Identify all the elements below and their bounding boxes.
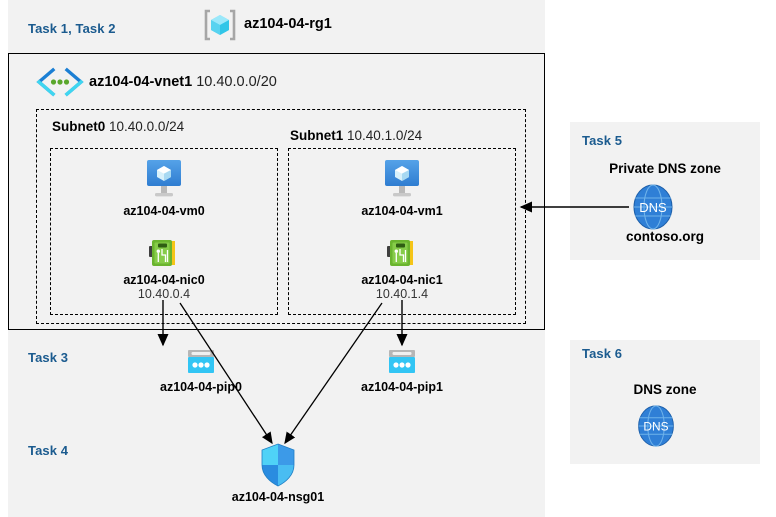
public-ip-icon bbox=[111, 348, 291, 378]
dns-zone-heading: DNS zone bbox=[633, 382, 697, 397]
private-dns-zone-name: contoso.org bbox=[626, 229, 704, 244]
network-interface-icon bbox=[342, 237, 462, 271]
nic1-node: az104-04-nic1 10.40.1.4 bbox=[342, 237, 462, 301]
subnet0-box bbox=[50, 148, 278, 315]
subnets-container bbox=[36, 109, 526, 324]
private-dns-zone-icon: DNS bbox=[629, 183, 677, 231]
subnet0-prefix: 10.40.0.0/24 bbox=[109, 119, 185, 134]
virtual-machine-icon bbox=[104, 158, 224, 202]
network-interface-icon bbox=[104, 237, 224, 271]
vm1-name: az104-04-vm1 bbox=[361, 204, 443, 218]
pip0-node: az104-04-pip0 bbox=[111, 348, 291, 394]
vm0-name: az104-04-vm0 bbox=[123, 204, 205, 218]
subnet1-prefix: 10.40.1.0/24 bbox=[347, 128, 423, 143]
pip1-name: az104-04-pip1 bbox=[361, 380, 443, 394]
vnet-name: az104-04-vnet1 bbox=[89, 74, 193, 90]
nic0-ip: 10.40.0.4 bbox=[137, 287, 191, 301]
resource-group-name: az104-04-rg1 bbox=[244, 16, 332, 32]
resource-group-icon bbox=[203, 8, 237, 42]
vm0-node: az104-04-vm0 bbox=[104, 158, 224, 218]
nic0-name: az104-04-nic0 bbox=[123, 273, 205, 287]
task4-label: Task 4 bbox=[28, 443, 69, 458]
network-security-group-icon bbox=[218, 442, 338, 488]
pip0-name: az104-04-pip0 bbox=[160, 380, 242, 394]
task3-panel bbox=[16, 340, 545, 415]
private-dns-zone-heading: Private DNS zone bbox=[609, 161, 721, 176]
dns-zone-icon: DNS bbox=[634, 404, 678, 448]
subnet1-name: Subnet1 bbox=[290, 128, 344, 143]
vnet-address-space: 10.40.0.0/20 bbox=[196, 74, 277, 90]
pip1-node: az104-04-pip1 bbox=[312, 348, 492, 394]
task1-task2-label: Task 1, Task 2 bbox=[28, 21, 116, 36]
virtual-network-icon bbox=[35, 67, 85, 97]
subnet0-name: Subnet0 bbox=[52, 119, 106, 134]
public-ip-icon bbox=[312, 348, 492, 378]
task6-label: Task 6 bbox=[582, 346, 623, 361]
task5-label: Task 5 bbox=[582, 133, 623, 148]
dns-icon-text: DNS bbox=[643, 420, 668, 434]
nsg-name: az104-04-nsg01 bbox=[231, 490, 325, 504]
virtual-network-header: az104-04-vnet1 10.40.0.0/20 bbox=[89, 74, 277, 90]
vm1-node: az104-04-vm1 bbox=[342, 158, 462, 218]
nic0-node: az104-04-nic0 10.40.0.4 bbox=[104, 237, 224, 301]
nic1-name: az104-04-nic1 bbox=[361, 273, 443, 287]
virtual-network-container bbox=[8, 53, 545, 330]
subnet1-header: Subnet1 10.40.1.0/24 bbox=[290, 128, 422, 143]
virtual-machine-icon bbox=[342, 158, 462, 202]
subnet0-header: Subnet0 10.40.0.0/24 bbox=[52, 119, 184, 134]
nic1-ip: 10.40.1.4 bbox=[375, 287, 429, 301]
nsg-node: az104-04-nsg01 bbox=[218, 442, 338, 504]
dns-icon-text: DNS bbox=[639, 200, 667, 215]
task3-label: Task 3 bbox=[28, 350, 69, 365]
